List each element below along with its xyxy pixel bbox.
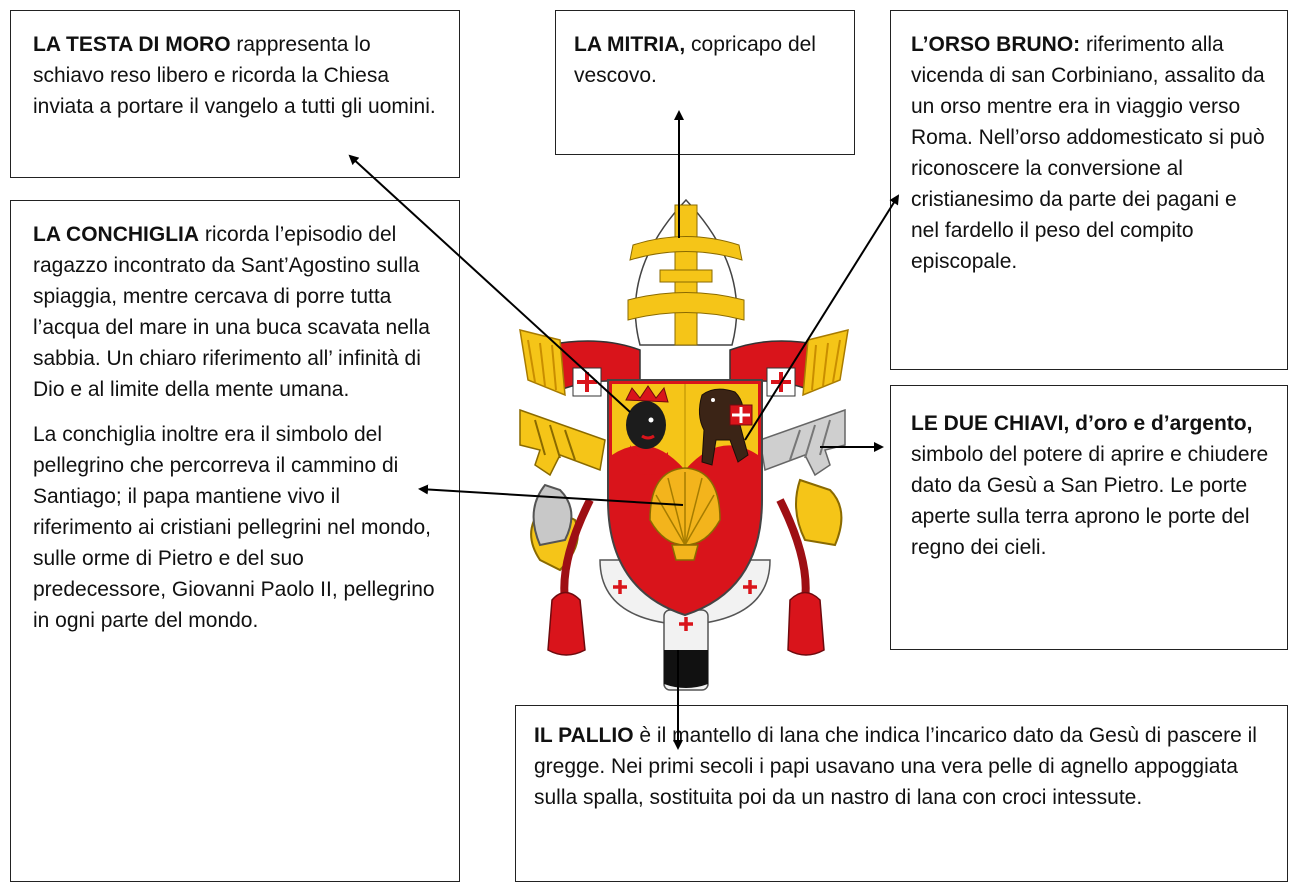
box-testa-di-moro: LA TESTA DI MORO rappresenta lo schiavo … <box>10 10 460 178</box>
mitria-text: copricapo del vescovo. <box>574 33 816 87</box>
mitre <box>627 198 745 346</box>
box-orso-bruno: L’ORSO BRUNO: riferimento alla vicenda d… <box>890 10 1288 370</box>
gold-key <box>519 408 606 572</box>
testa-text: rappresenta lo schiavo reso libero e ric… <box>33 33 436 118</box>
chiavi-title: LE DUE CHIAVI, d’oro e d’argento, <box>911 412 1253 435</box>
box-pallio: IL PALLIO è il mantello di lana che indi… <box>515 705 1288 882</box>
box-due-chiavi: LE DUE CHIAVI, d’oro e d’argento, simbol… <box>890 385 1288 650</box>
red-cords <box>547 498 825 656</box>
orso-text: riferimento alla vicenda di san Corbinia… <box>911 33 1265 273</box>
ribbon-tassel-left <box>519 328 566 397</box>
pallio-text: è il mantello di lana che indica l’incar… <box>534 724 1257 809</box>
ribbon-tassel-right <box>802 328 849 397</box>
conchiglia-title: LA CONCHIGLIA <box>33 223 200 246</box>
conchiglia-text-2: La conchiglia inoltre era il simbolo del… <box>33 423 435 632</box>
box-conchiglia: LA CONCHIGLIA ricorda l’episodio del rag… <box>10 200 460 882</box>
moors-head <box>625 385 669 475</box>
box-mitria: LA MITRIA, copricapo del vescovo. <box>555 10 855 155</box>
chiavi-text: simbolo del potere di aprire e chiudere … <box>911 443 1269 559</box>
testa-title: LA TESTA DI MORO <box>33 33 231 56</box>
scallop-shell <box>649 467 721 561</box>
shield <box>607 379 763 617</box>
conchiglia-text: ricorda l’episodio del ragazzo incontrat… <box>33 223 430 401</box>
orso-title: L’ORSO BRUNO: <box>911 33 1081 56</box>
pallio-title: IL PALLIO <box>534 724 634 747</box>
mitria-title: LA MITRIA, <box>574 33 686 56</box>
